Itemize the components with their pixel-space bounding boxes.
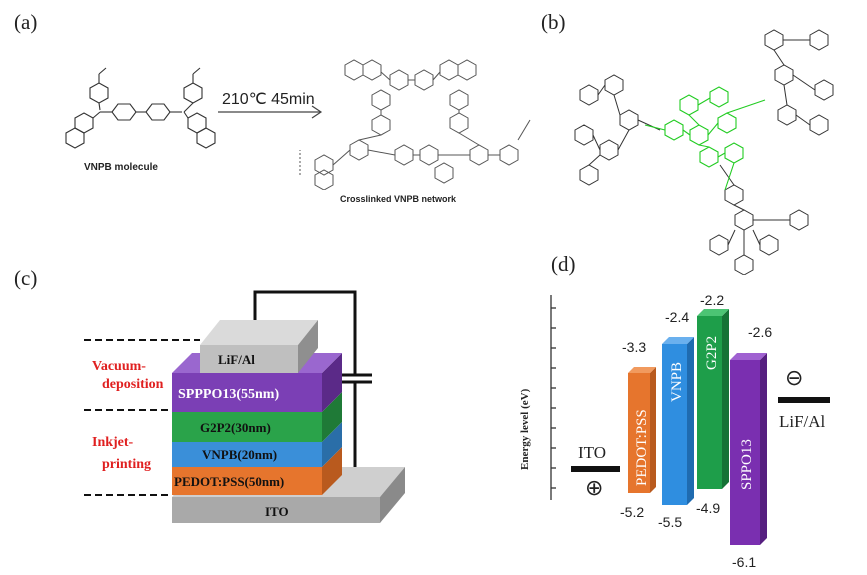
bar-sppo13 (730, 353, 767, 545)
vnpb-molecule-label: VNPB molecule (84, 162, 158, 173)
iridium-core (644, 86, 766, 191)
circuit-wire-top (253, 290, 357, 375)
panel-label-d: (d) (551, 252, 576, 276)
value-g2p2-bottom: -4.9 (696, 500, 720, 516)
electrode-bar-lifal (778, 397, 830, 403)
electrode-bar-ito (571, 466, 620, 472)
network-label: Crosslinked VNPB network (340, 194, 457, 204)
energy-axis-label: Energy level (eV) (519, 388, 531, 470)
layer-label-lif-al: LiF/Al (218, 352, 255, 367)
electrode-label-ito: ITO (578, 443, 606, 462)
process-label-inkjet: Inkjet-printing (92, 435, 151, 472)
layer-lif-al (200, 320, 318, 373)
panel-label-b: (b) (541, 10, 566, 34)
layer-label-g2p2: G2P2(30nm) (200, 420, 271, 435)
crosslinked-network-structure (299, 59, 531, 191)
anode-sign: ⊕ (585, 475, 603, 500)
layer-label-spppo13: SPPPO13(55nm) (178, 387, 279, 402)
panel-d-energy-diagram: Energy level (eV) ITO ⊕ ⊖ LiF/Al PEDOT:P… (519, 292, 830, 570)
layer-vnpb (172, 422, 342, 467)
panel-c-device-stack: LiF/Al SPPPO13(55nm) G2P2(30nm) VNPB(20n… (84, 290, 405, 523)
vnpb-molecule-structure (65, 67, 216, 149)
bar-g2p2 (697, 309, 729, 489)
panel-label-c: (c) (14, 266, 38, 290)
electrode-label-lifal: LiF/Al (779, 412, 826, 431)
process-label-vacuum: Vacuum-deposition (92, 359, 164, 392)
panel-b-dendrimer (574, 29, 834, 275)
layer-pedot (172, 447, 342, 495)
value-sppo13-top: -2.6 (748, 324, 772, 340)
reaction-condition: 210℃ 45min (222, 91, 315, 108)
panel-label-a: (a) (14, 10, 38, 34)
bar-name-vnpb: VNPB (669, 362, 685, 402)
value-pedot-bottom: -5.2 (620, 504, 644, 520)
value-sppo13-bottom: -6.1 (732, 554, 756, 570)
bar-name-sppo13: SPPO13 (739, 439, 755, 490)
layer-label-ito: ITO (265, 504, 289, 519)
layer-label-pedot: PEDOT:PSS(50nm) (174, 474, 284, 489)
bar-name-pedot: PEDOT:PSS (634, 409, 650, 486)
energy-axis-ticks (551, 307, 556, 489)
bar-vnpb (662, 337, 694, 505)
layer-label-vnpb: VNPB(20nm) (202, 447, 277, 462)
layer-g2p2 (172, 392, 342, 442)
value-vnpb-bottom: -5.5 (658, 514, 682, 530)
dendron-branches (574, 29, 834, 275)
value-g2p2-top: -2.2 (700, 292, 724, 308)
reaction-arrowhead (311, 105, 323, 119)
cathode-sign: ⊖ (785, 365, 803, 390)
bar-name-g2p2: G2P2 (704, 336, 720, 370)
value-vnpb-top: -2.4 (665, 309, 689, 325)
value-pedot-top: -3.3 (622, 339, 646, 355)
bar-pedot (628, 367, 656, 493)
panel-a-scheme: VNPB molecule 210℃ 45min Crosslinked (65, 59, 531, 208)
